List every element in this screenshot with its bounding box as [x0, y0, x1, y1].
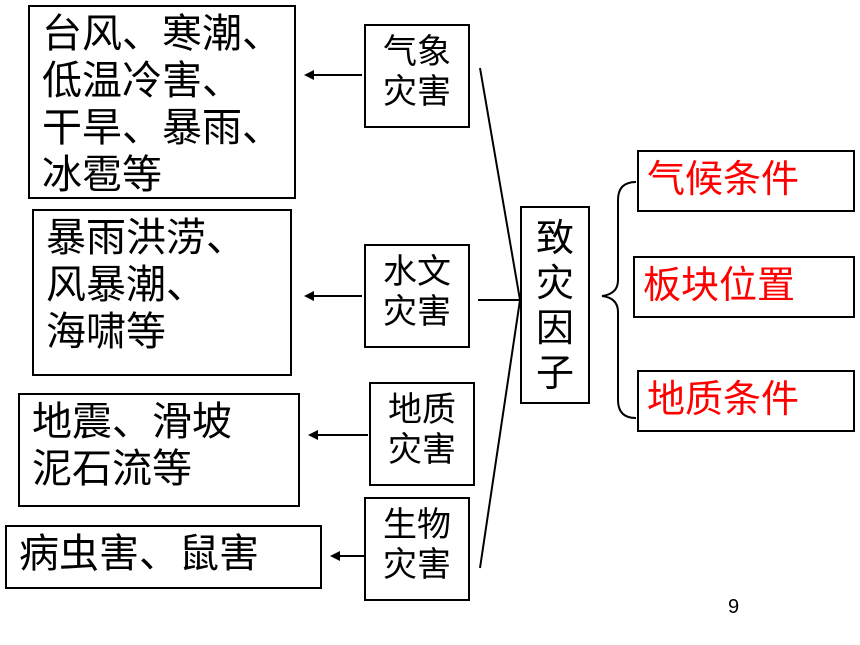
category-geology-label: 地质 灾害 [388, 390, 456, 470]
examples-hydro-box: 暴雨洪涝、 风暴潮、 海啸等 [32, 209, 292, 376]
fan-line-outer [479, 67, 522, 569]
category-bio-box: 生物 灾害 [364, 497, 470, 601]
factor-geology-label: 地质条件 [647, 377, 800, 421]
factor-plate-label: 板块位置 [643, 263, 796, 307]
category-weather-label: 气象 灾害 [383, 32, 451, 112]
examples-hydro-text: 暴雨洪涝、 风暴潮、 海啸等 [46, 215, 246, 355]
center-factor-box: 致 灾 因 子 [520, 206, 590, 404]
examples-geology-box: 地震、滑坡 泥石流等 [18, 393, 300, 507]
category-weather-box: 气象 灾害 [364, 24, 470, 128]
factor-geology-box: 地质条件 [637, 370, 855, 432]
examples-bio-text: 病虫害、鼠害 [19, 531, 259, 577]
factor-climate-label: 气候条件 [647, 157, 800, 201]
examples-geology-text: 地震、滑坡 泥石流等 [32, 399, 232, 492]
factor-plate-box: 板块位置 [633, 256, 855, 318]
page-number: 9 [728, 596, 740, 618]
category-bio-label: 生物 灾害 [383, 505, 451, 585]
category-geology-box: 地质 灾害 [369, 382, 475, 486]
arrow-head-bio [330, 551, 340, 561]
curly-brace [601, 181, 637, 419]
category-hydro-label: 水文 灾害 [383, 252, 451, 332]
arrow-head-geology [308, 430, 318, 440]
arrow-head-hydro [304, 291, 314, 301]
factor-climate-box: 气候条件 [637, 150, 855, 212]
examples-bio-box: 病虫害、鼠害 [5, 525, 322, 589]
examples-weather-box: 台风、寒潮、 低温冷害、 干旱、暴雨、 冰雹等 [28, 5, 296, 199]
center-factor-label: 致 灾 因 子 [535, 216, 574, 395]
examples-weather-text: 台风、寒潮、 低温冷害、 干旱、暴雨、 冰雹等 [42, 11, 282, 198]
arrow-head-weather [304, 70, 314, 80]
category-hydro-box: 水文 灾害 [364, 244, 470, 348]
